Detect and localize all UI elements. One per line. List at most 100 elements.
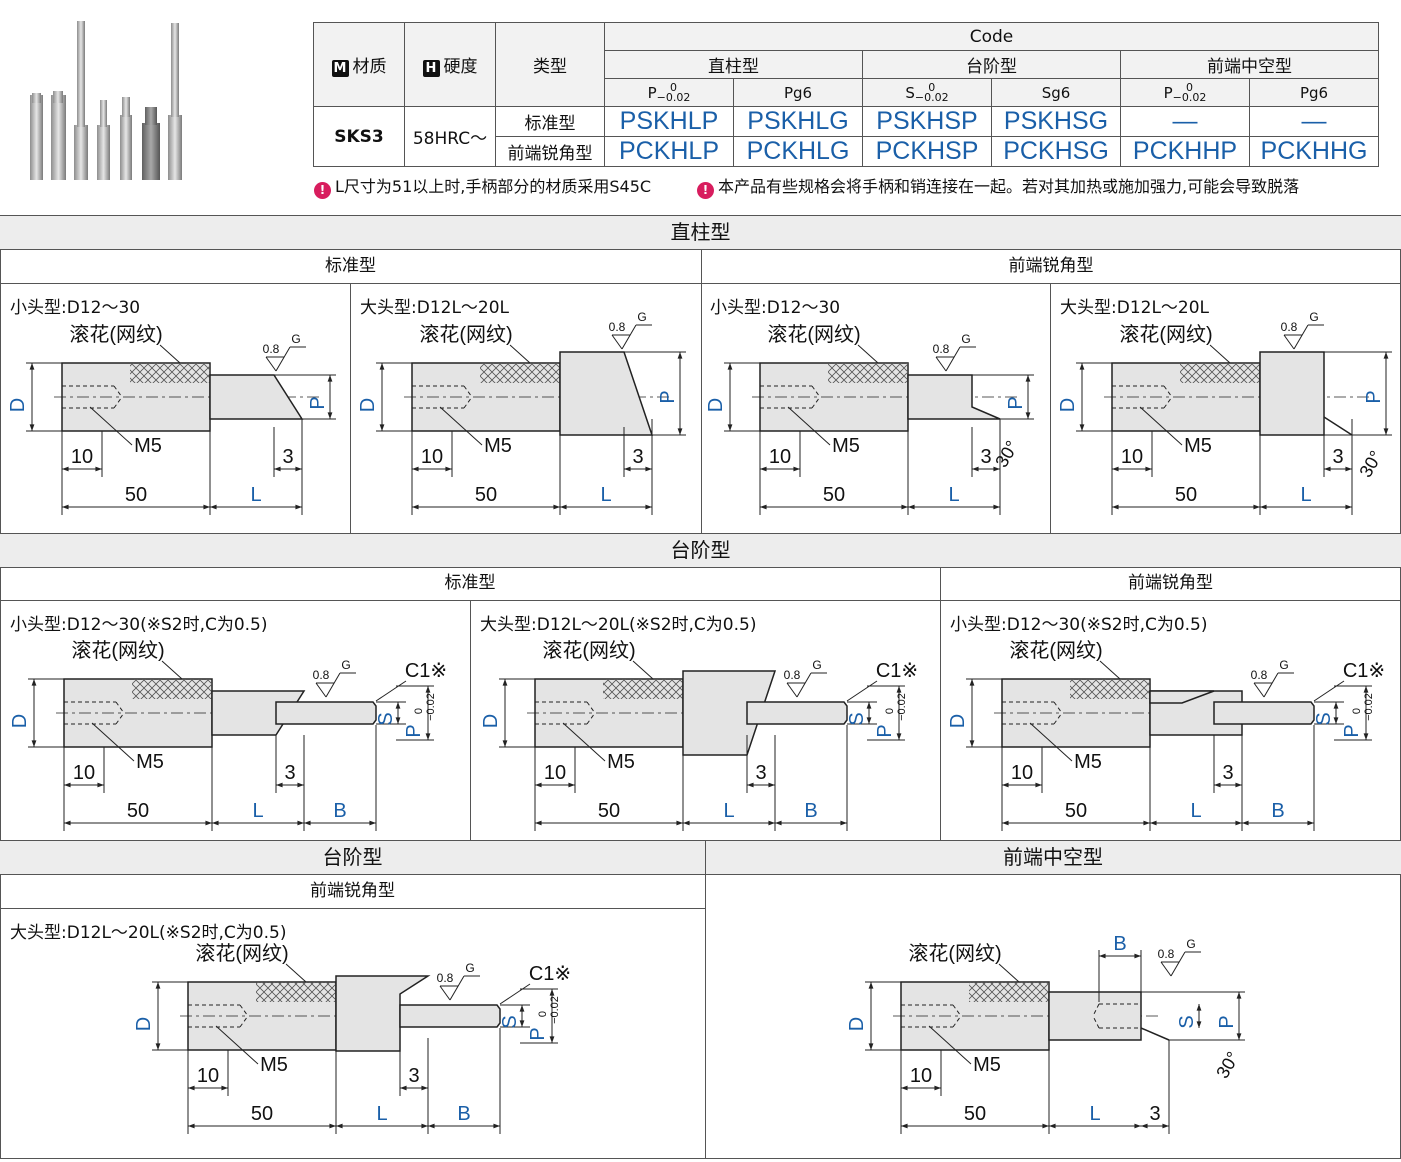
chamfer-label: C1※ [1343,660,1385,682]
dim-angle: 30° [1355,447,1386,481]
section-hollow: 前端中空型 [705,840,1401,875]
dim-P: P [307,396,329,409]
sub-sg6: Sg6 [991,78,1121,107]
pin-4 [97,100,110,180]
dim-L: L [948,484,959,506]
sub-standard: 标准型 [0,567,940,601]
dim-S: S [499,1015,521,1028]
frame-bottom [0,1158,1401,1159]
dim-label: G [961,332,970,346]
thread-label: M5 [484,435,512,457]
dim-D: D [133,1017,155,1031]
code-cell[interactable]: PCKHLG [733,136,863,167]
pin-2 [51,91,66,180]
section-step: 台阶型 [0,533,1401,568]
dim-L: L [252,800,263,822]
dim-angle: 30° [991,437,1022,471]
group-hollow: 前端中空型 [1120,50,1379,79]
knurl-label: 滚花(网纹) [542,639,635,662]
sub-standard: 标准型 [0,249,701,284]
dim-50: 50 [598,800,620,822]
dim-3: 3 [632,446,643,468]
dim-label: 0.8 [933,342,950,356]
caption-small: 小头型:D12～30(※S2时,C为0.5) [950,615,1208,635]
dim-label: G [465,961,474,975]
dim-angle: 30° [1212,1048,1243,1082]
dim-3: 3 [980,446,991,468]
knurl-label: 滚花(网纹) [195,942,288,965]
code-cell[interactable]: PCKHSP [862,136,992,167]
code-cell[interactable]: PCKHHP [1120,136,1250,167]
code-header: Code [604,22,1379,51]
dim-10: 10 [1121,446,1143,468]
dim-D: D [1057,398,1079,412]
pin-1 [30,93,43,180]
sub-sharp: 前端锐角型 [0,874,705,909]
sub-pg6-1: Pg6 [733,78,863,107]
thread-label: M5 [1184,435,1212,457]
caption-small: 小头型:D12～30 [710,298,841,318]
tol-upper: 0 [413,708,425,714]
code-cell: — [1249,106,1379,137]
dim-label: 0.8 [313,668,330,682]
dim-P: P [657,390,679,403]
dim-50: 50 [251,1103,273,1125]
knurl-label: 滚花(网纹) [1009,639,1102,662]
alert-icon: ! [697,182,714,199]
dim-L: L [376,1103,387,1125]
dim-label: G [812,658,821,672]
dim-50: 50 [125,484,147,506]
thread-label: M5 [134,435,162,457]
type-header: 类型 [495,22,605,107]
dim-B: B [1271,800,1284,822]
dim-P: P [1216,1015,1238,1028]
dim-P: P [527,1027,549,1040]
dim-S: S [375,712,397,725]
dim-50: 50 [964,1103,986,1125]
dim-50: 50 [475,484,497,506]
note-2: !本产品有些规格会将手柄和销连接在一起。若对其加热或施加强力,可能会导致脱落 [697,173,1299,199]
knurl-label: 滚花(网纹) [419,323,512,346]
caption-large: 大头型:D12L～20L(※S2时,C为0.5) [10,923,287,943]
dim-L: L [1089,1103,1100,1125]
tol-upper: 0 [537,1011,549,1017]
dim-P: P [403,724,425,737]
dim-label: G [1279,658,1288,672]
sub-sharp: 前端锐角型 [940,567,1401,601]
product-photo [30,21,182,180]
dim-50: 50 [127,800,149,822]
dim-B: B [804,800,817,822]
code-cell[interactable]: PSKHSG [991,106,1121,137]
section-straight: 直柱型 [0,215,1401,250]
dim-D: D [357,398,379,412]
dim-3: 3 [1332,446,1343,468]
dim-B: B [457,1103,470,1125]
code-cell[interactable]: PCKHSG [991,136,1121,167]
dim-label: G [1309,310,1318,324]
tol-upper: 0 [884,708,896,714]
dim-label: 0.8 [1158,947,1175,961]
thread-label: M5 [607,751,635,773]
tol-lower: −0.02 [549,996,561,1024]
dim-label: 0.8 [437,971,454,985]
pin-7 [168,23,182,180]
dim-label: 0.8 [263,342,280,356]
dim-L: L [1300,484,1311,506]
code-cell[interactable]: PCKHLP [604,136,734,167]
tol-lower: −0.02 [425,693,437,721]
dim-50: 50 [1065,800,1087,822]
dim-10: 10 [1011,762,1033,784]
code-cell[interactable]: PCKHHG [1249,136,1379,167]
dim-label: G [1186,937,1195,951]
code-cell: — [1120,106,1250,137]
